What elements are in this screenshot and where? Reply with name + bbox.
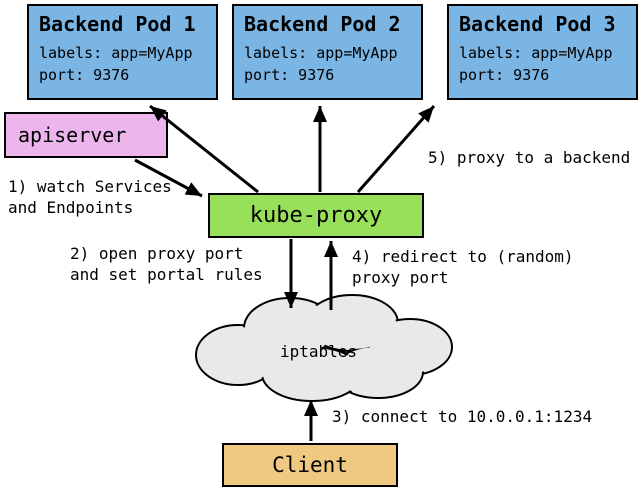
pod-title: Backend Pod 3 (459, 12, 616, 36)
pod-port: port: 9376 (39, 66, 130, 84)
backend-pod-3: Backend Pod 3 labels: app=MyApp port: 93… (447, 4, 638, 100)
pod-labels: labels: app=MyApp (244, 44, 398, 62)
annotation-step5: 5) proxy to a backend (428, 148, 631, 167)
pod-title: Backend Pod 2 (244, 12, 401, 36)
arrow-kubeproxy-to-pod3 (356, 105, 436, 193)
apiserver-node: apiserver (4, 112, 168, 158)
annotation-step3: 3) connect to 10.0.0.1:1234 (332, 407, 593, 426)
iptables-label: iptables (280, 342, 358, 361)
kube-proxy-node: kube-proxy (208, 193, 424, 238)
pod-labels: labels: app=MyApp (39, 44, 193, 62)
client-node: Client (222, 443, 398, 487)
backend-pod-2: Backend Pod 2 labels: app=MyApp port: 93… (232, 4, 423, 100)
backend-pod-1: Backend Pod 1 labels: app=MyApp port: 93… (27, 4, 218, 100)
pod-port: port: 9376 (459, 66, 550, 84)
annotation-step1: 1) watch Services and Endpoints (8, 177, 172, 217)
pod-labels: labels: app=MyApp (459, 44, 613, 62)
annotation-step2: 2) open proxy port and set portal rules (70, 244, 263, 284)
annotation-step4: 4) redirect to (random) proxy port (352, 247, 574, 287)
pod-title: Backend Pod 1 (39, 12, 196, 36)
pod-port: port: 9376 (244, 66, 335, 84)
